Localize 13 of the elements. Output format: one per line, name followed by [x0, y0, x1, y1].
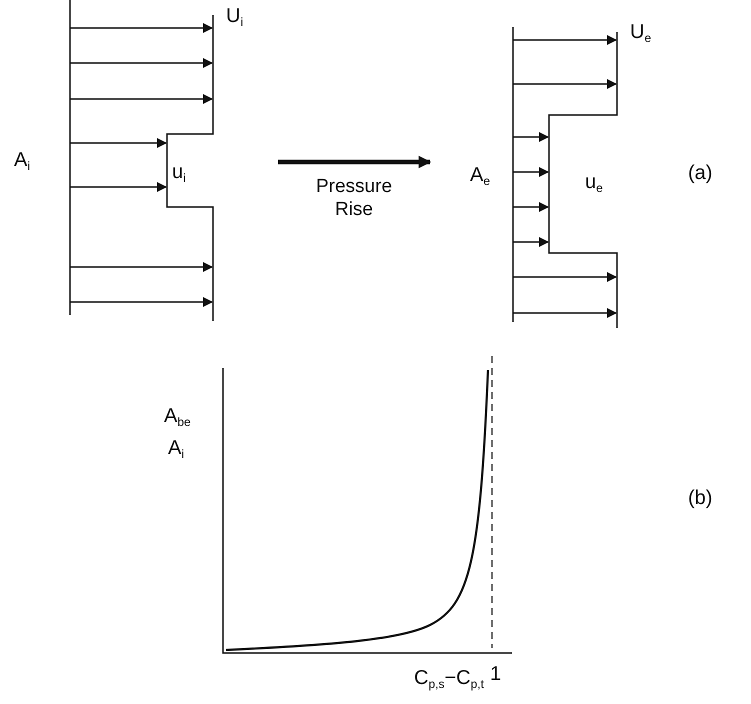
variable-label: u$_{i}$: [172, 162, 186, 184]
variable-label: u$_{e}$: [585, 172, 603, 194]
variable-label: A$_{i}$: [14, 150, 30, 172]
panel-label: (b): [688, 488, 712, 508]
variable-label: A$_{be}$: [164, 406, 191, 428]
panel-label: (a): [688, 163, 712, 183]
axis-label: C$_{p,s}$−C$_{p,t}$: [414, 668, 484, 690]
arrow: [278, 156, 432, 168]
variable-label: U$_{i}$: [226, 6, 244, 28]
variable-label: A$_{e}$: [470, 165, 490, 187]
variable-label: A$_{i}$: [168, 438, 184, 460]
variable-label: U$_{e}$: [630, 22, 652, 44]
tick-label: 1: [490, 664, 502, 684]
